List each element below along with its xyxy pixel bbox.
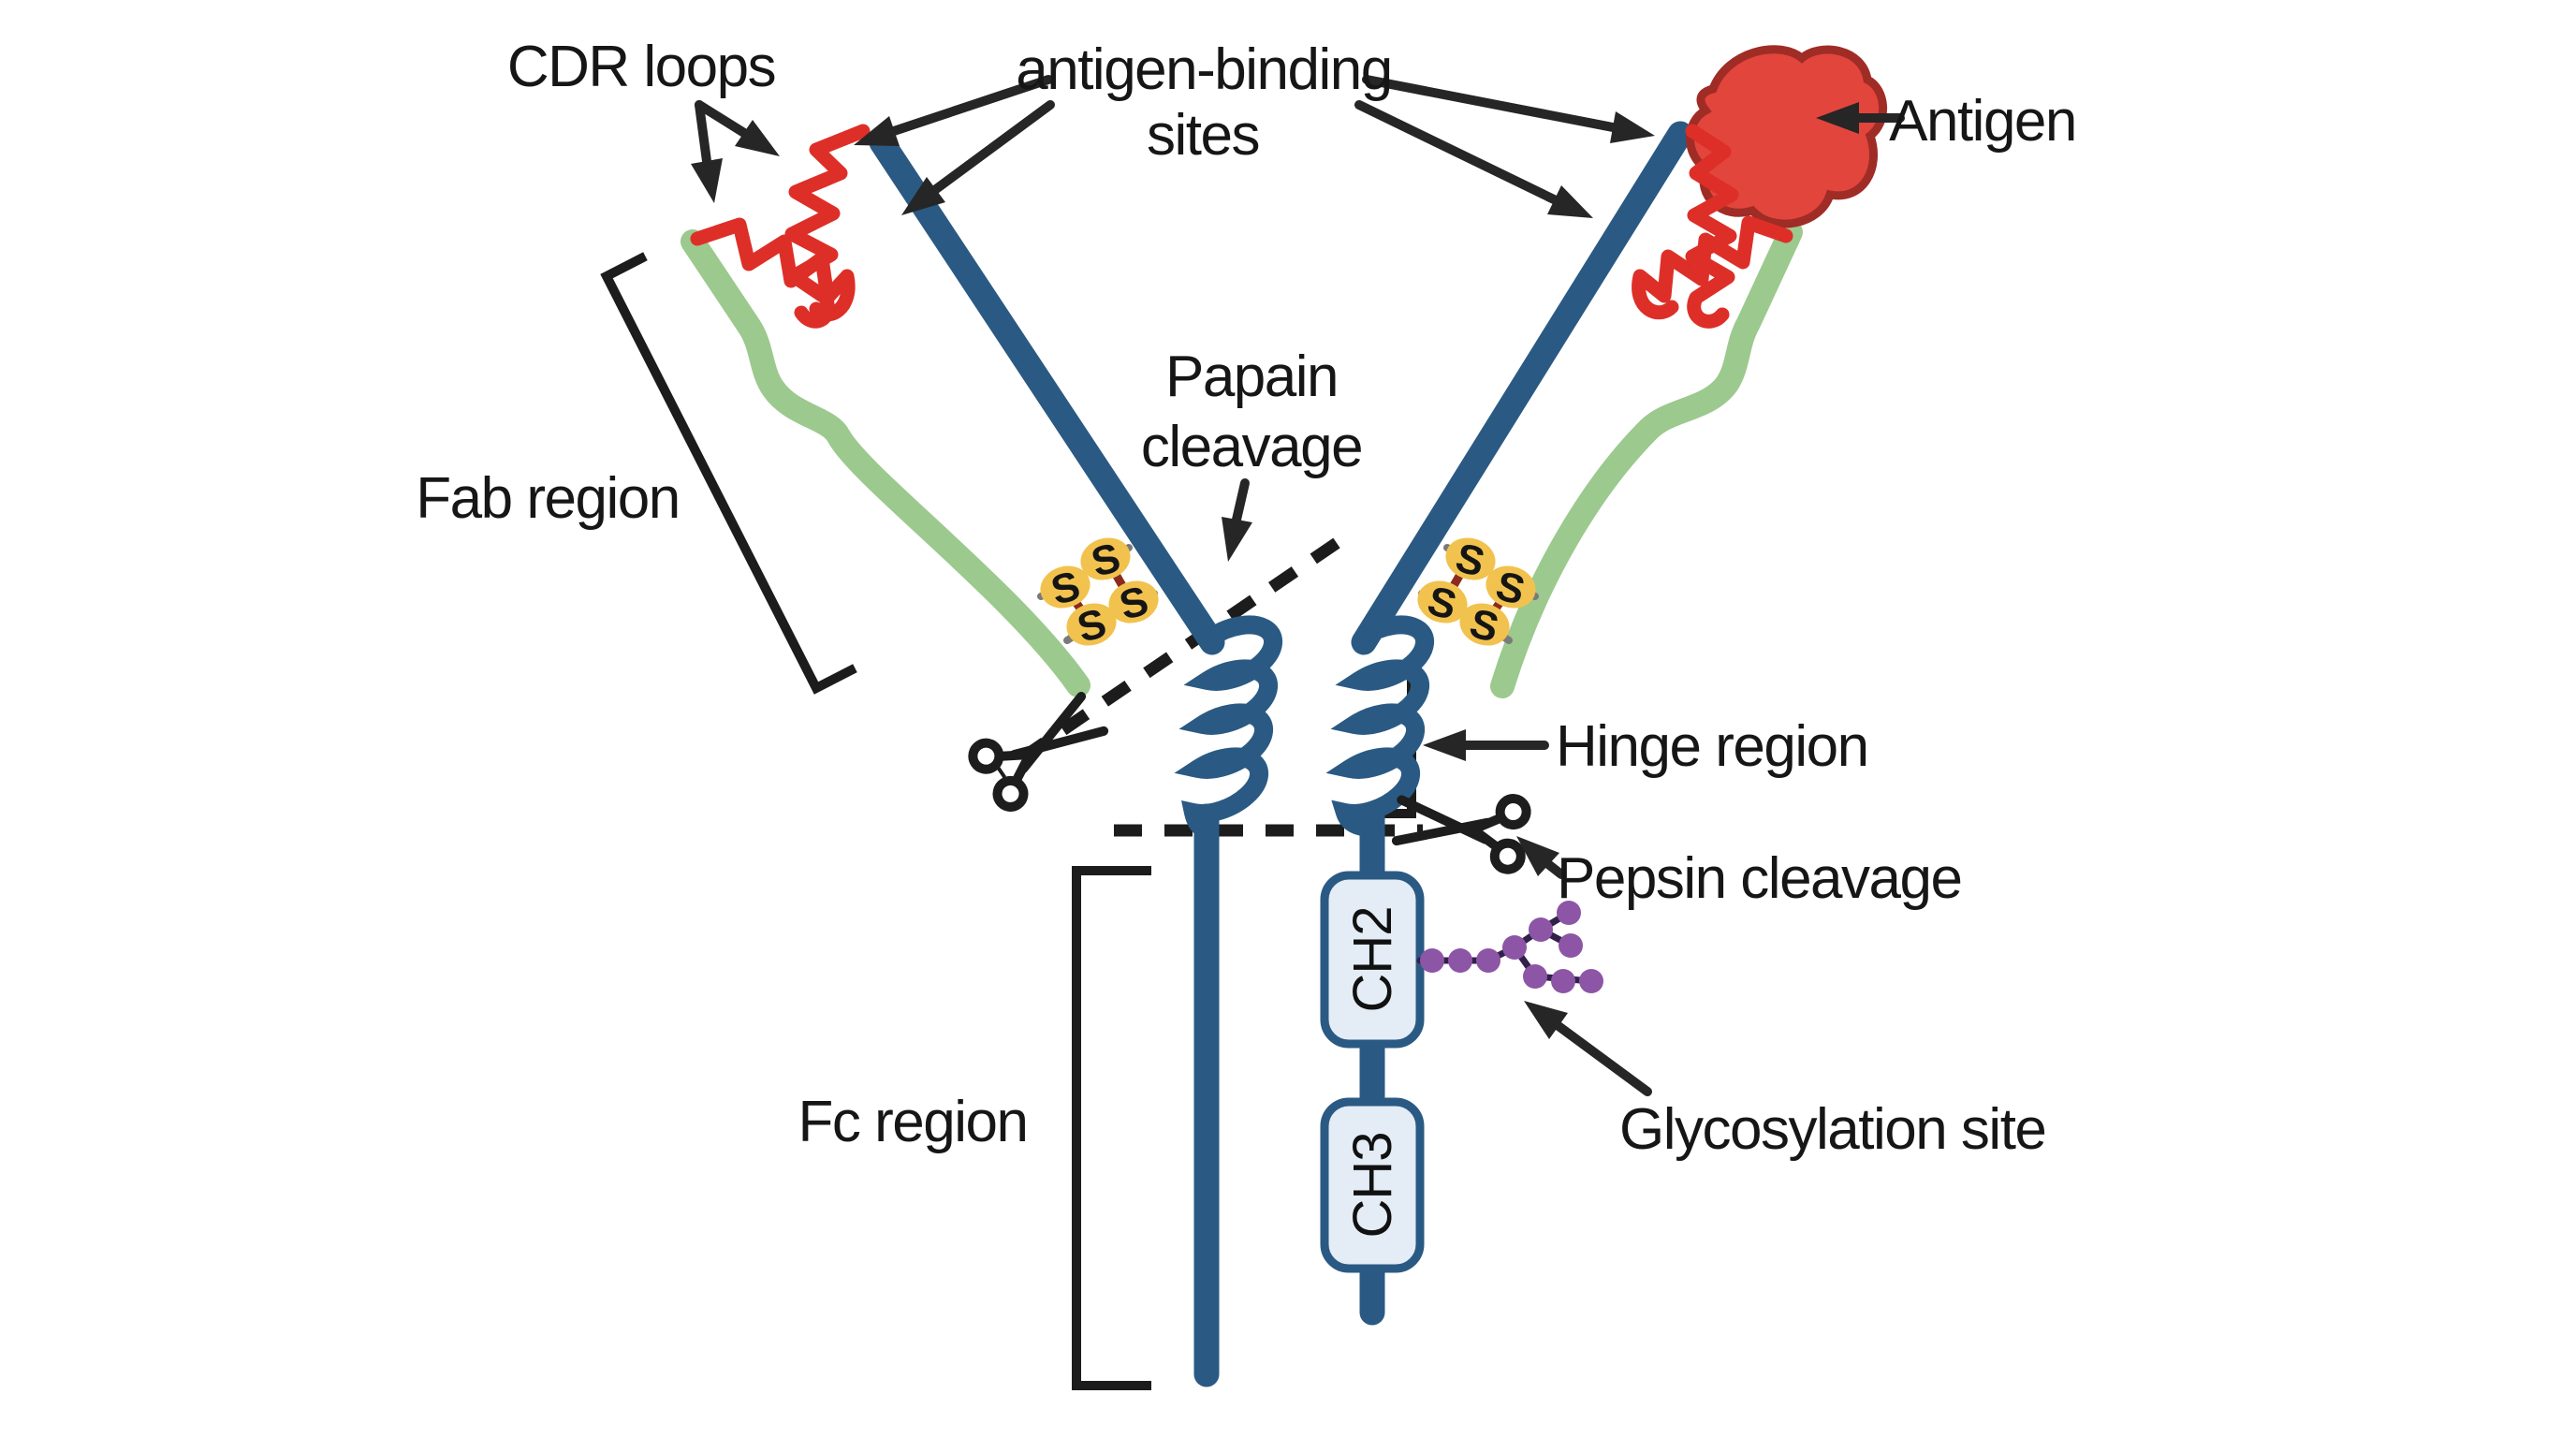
disulfide-s-oval [1108,580,1159,624]
disulfide-s-oval [1459,603,1510,646]
glycan-sugar-dot [1420,948,1444,973]
cdr-loop-right-light [1632,215,1793,320]
disulfide-s-oval [1066,603,1117,646]
pepsin-scissors-icon [1391,794,1531,874]
label-papain-line1: Papain [1165,345,1338,409]
papain-scissors-icon [968,691,1109,812]
fab-region-bracket [600,252,857,695]
glycan-sugar-dot [1559,933,1583,958]
label-antigen: Antigen [1889,89,2076,154]
disulfide-s-oval [1080,537,1131,580]
disulfide-s-oval [1486,565,1536,609]
cdr-loop-left-light [690,217,856,322]
disulfide-s-oval [1445,537,1496,580]
ch3-domain-box [1320,1097,1425,1273]
disulfide-bonds-right: S S S S [1417,535,1539,652]
label-hinge-region: Hinge region [1556,714,1868,779]
label-papain-line2: cleavage [1141,415,1362,479]
papain-cleavage-line [996,537,1340,779]
antigen-arrow [1816,102,1905,134]
glycan-sugar-dot [1448,948,1472,973]
hinge-coil-right [1325,615,1435,837]
hinge-region-arrow [1423,729,1549,761]
glycan-sugar-dot [1523,964,1547,989]
cdr-loop-right-heavy [1685,124,1739,329]
fc-region-bracket [1072,866,1151,1390]
heavy-chain-left-arm [869,129,1225,655]
heavy-chain-right-arm [1351,121,1693,655]
antigen-binding-arrows [854,75,1655,218]
papain-cleavage-arrow [1222,478,1252,562]
glycan-sugar-dot [1557,901,1581,925]
disulfide-s-oval [1417,580,1468,624]
hinge-coil-left [1174,615,1283,841]
ch2-domain-label: CH2 [1342,906,1403,1012]
glycan-sugar-dot [1579,969,1603,993]
glycan-sugar-dot [1529,917,1553,942]
label-fab-region: Fab region [416,466,679,531]
antigen-blob [1686,45,1887,228]
glycosylation-arrow [1524,1001,1652,1096]
label-antigen-binding-line2: sites [1147,103,1259,168]
glycan-sugar-dot [1476,948,1500,973]
label-glycosylation-site: Glycosylation site [1619,1097,2045,1162]
label-cdr-loops: CDR loops [507,35,775,99]
pepsin-cleavage-arrow [1516,836,1566,879]
label-pepsin-cleavage: Pepsin cleavage [1557,846,1961,911]
label-antigen-binding-line1: antigen-binding [1016,37,1392,102]
disulfide-bonds-left: S S S S [1037,535,1159,652]
ch3-domain-label: CH3 [1342,1132,1403,1238]
light-chain-right [1490,220,1803,698]
glycan-sugar-dot [1502,935,1527,960]
cdr-loops-arrows [691,100,780,203]
label-fc-region: Fc region [798,1090,1028,1154]
light-chain-left [681,229,1090,697]
disulfide-s-oval [1040,565,1090,609]
glycan-sugar-dot [1551,969,1575,993]
glycan-icon [1416,901,1603,993]
